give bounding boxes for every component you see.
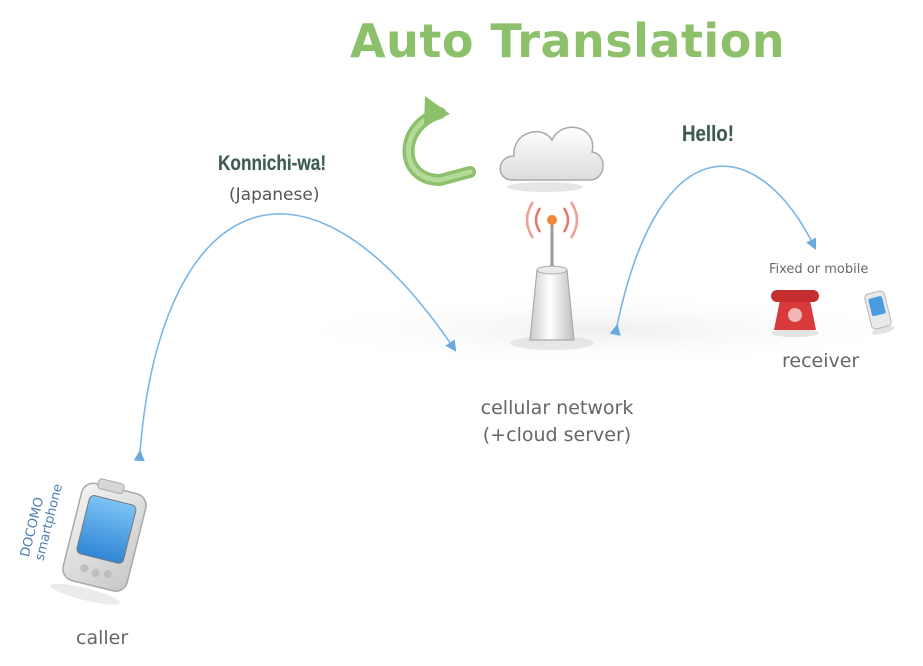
receiver-message: Hello! (682, 121, 734, 146)
mobile-phone-icon (864, 290, 895, 335)
smartphone-icon (50, 478, 147, 605)
caller-message: Konnichi-wa! (218, 152, 327, 175)
refresh-arrow-icon (402, 96, 476, 187)
caller-network-arrow (133, 213, 457, 462)
receiver-label: receiver (782, 350, 860, 372)
network-label-line1: cellular network (480, 397, 634, 419)
network-receiver-arrow (609, 165, 817, 336)
landline-phone-icon (771, 290, 819, 337)
caller-label: caller (76, 627, 129, 649)
diagram-title: Auto Translation (350, 14, 786, 68)
cell-tower-icon (510, 201, 594, 350)
cloud-icon (499, 126, 604, 192)
caller-message-language: (Japanese) (229, 185, 320, 205)
network-label-line2: (+cloud server) (482, 424, 632, 446)
receiver-device-caption: Fixed or mobile (769, 262, 869, 277)
network-label: cellular network (+cloud server) (452, 395, 662, 449)
